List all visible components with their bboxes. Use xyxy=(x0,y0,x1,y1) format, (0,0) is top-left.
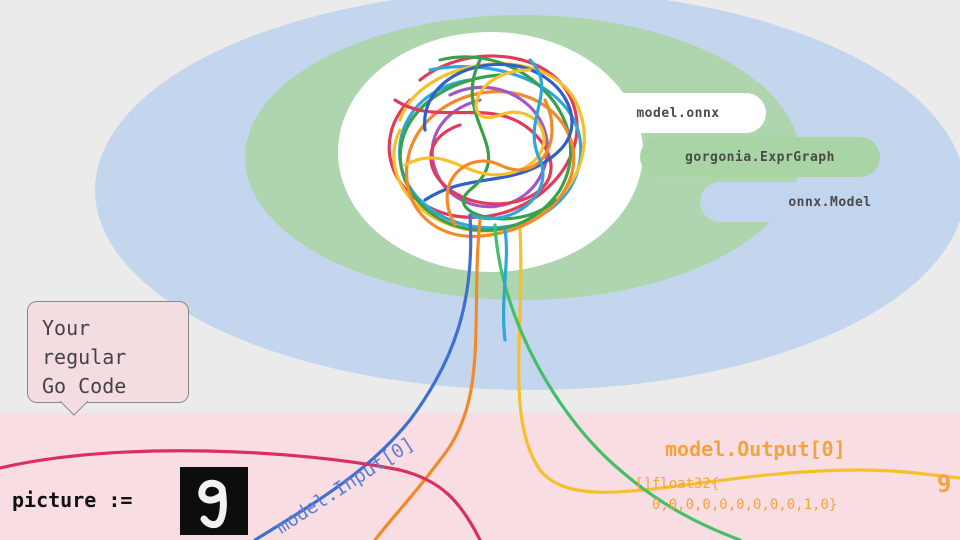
model-onnx-text: model.onnx xyxy=(636,105,720,121)
speech-bubble-tail xyxy=(60,401,89,416)
speech-bubble: Your regular Go Code xyxy=(27,301,189,403)
output-wire-green xyxy=(493,223,742,540)
tangle-strand xyxy=(445,98,554,227)
picture-assignment-label: picture := xyxy=(12,488,133,512)
handwritten-digit-image xyxy=(180,467,248,535)
tangle-strand xyxy=(393,98,553,206)
tangle-strand xyxy=(423,62,574,202)
expr-graph-text: gorgonia.ExprGraph xyxy=(685,149,835,165)
input-wire-blue xyxy=(253,213,473,540)
tangle-strand xyxy=(468,58,545,221)
onnx-model-text: onnx.Model xyxy=(788,194,872,210)
wire-teal xyxy=(501,228,509,342)
tangle-strand xyxy=(404,90,576,238)
onnx-model-label: onnx.Model xyxy=(700,182,960,222)
digit-nine-icon xyxy=(198,479,227,529)
output-wire-yellow xyxy=(517,228,960,494)
model-onnx-label: model.onnx xyxy=(590,93,766,133)
output-vector-text: []float32{ 0,0,0,0,0,0,0,0,0,1,0} xyxy=(635,476,838,513)
expr-graph-label: gorgonia.ExprGraph xyxy=(640,137,880,177)
speech-bubble-text: Your regular Go Code xyxy=(42,316,127,398)
model-output-label: model.Output[0] xyxy=(665,437,846,461)
tangle-strand xyxy=(403,68,546,177)
input-wire-orange xyxy=(373,218,482,540)
go-code-band xyxy=(0,413,960,540)
wire-pink xyxy=(0,449,482,540)
predicted-digit: 9 xyxy=(937,470,952,498)
tangle-strand xyxy=(461,58,557,221)
